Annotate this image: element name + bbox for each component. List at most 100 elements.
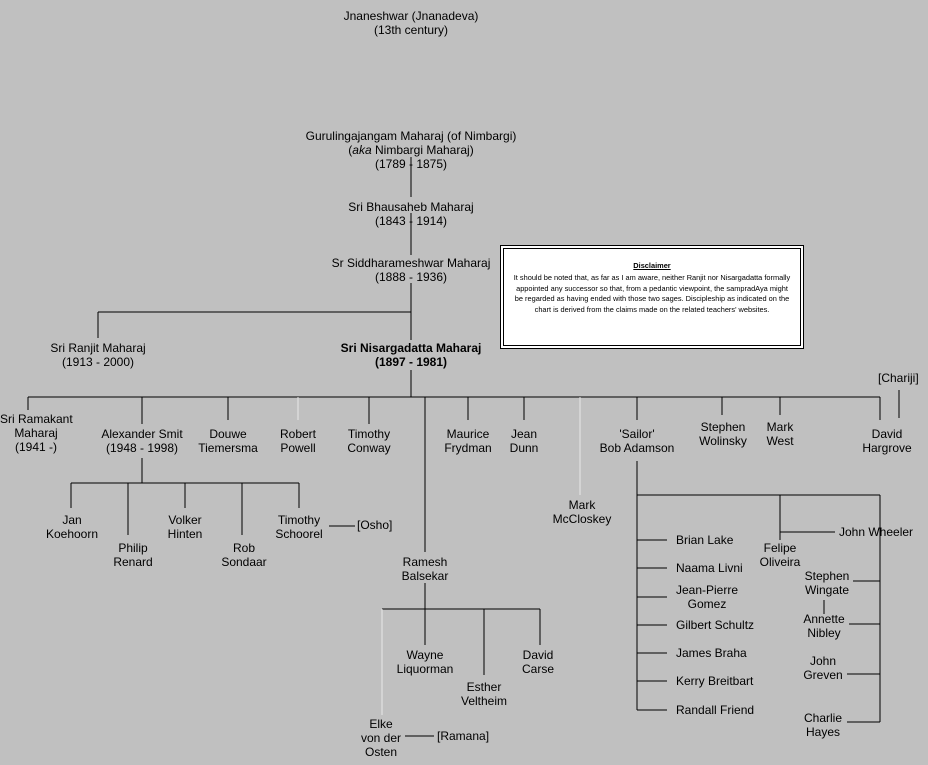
disclaimer-text: It should be noted that, as far as I am … — [513, 272, 791, 315]
renard-name-1: Philip — [118, 541, 148, 555]
wingate-name-2: Wingate — [804, 583, 850, 597]
bhausaheb-name: Sri Bhausaheb Maharaj — [348, 200, 474, 214]
node-felipe-oliveira: Felipe Oliveira — [752, 541, 808, 569]
veltheim-name-2: Veltheim — [460, 694, 508, 708]
wolinsky-name-1: Stephen — [700, 420, 746, 434]
node-stephen-wingate: Stephen Wingate — [798, 569, 856, 597]
conway-name-1: Timothy — [347, 427, 391, 441]
wolinsky-name-2: Wolinsky — [699, 434, 747, 448]
liquorman-name-2: Liquorman — [396, 662, 454, 676]
ramakant-name-1: Sri Ramakant — [0, 412, 73, 426]
node-dunn: Jean Dunn — [499, 427, 549, 455]
smit-name: Alexander Smit — [101, 427, 183, 441]
ranjit-name: Sri Ranjit Maharaj — [50, 341, 146, 355]
mccloskey-name-1: Mark — [568, 498, 596, 512]
sondaar-name-2: Sondaar — [221, 555, 267, 569]
gurulinga-aka: aka — [352, 143, 372, 157]
carse-name-1: David — [522, 648, 554, 662]
kerry-breitbart-name: Kerry Breitbart — [676, 674, 754, 688]
node-naama-livni: Naama Livni — [676, 561, 743, 575]
node-ramana: [Ramana] — [437, 729, 489, 743]
jean-pierre-gomez-name: Jean-Pierre Gomez — [675, 583, 739, 611]
node-hinten: Volker Hinten — [156, 513, 214, 541]
veltheim-name-1: Esther — [466, 680, 502, 694]
schoorel-name-2: Schoorel — [275, 527, 323, 541]
west-name-2: West — [766, 434, 794, 448]
west-name-1: Mark — [766, 420, 794, 434]
node-charlie-hayes: Charlie Hayes — [798, 711, 848, 739]
schoorel-name-1: Timothy — [277, 513, 321, 527]
ramakant-name-2: Maharaj — [14, 426, 58, 440]
osten-name-3: Osten — [364, 745, 397, 759]
frydman-name-2: Frydman — [444, 441, 492, 455]
node-balsekar: Ramesh Balsekar — [390, 555, 460, 583]
greven-name-1: John — [809, 654, 837, 668]
carse-name-2: Carse — [521, 662, 554, 676]
hargrove-name-1: David — [871, 427, 903, 441]
adamson-name-2: Bob Adamson — [599, 441, 675, 455]
oliveira-name-1: Felipe — [763, 541, 797, 555]
dunn-name-2: Dunn — [509, 441, 539, 455]
node-james-braha: James Braha — [676, 646, 747, 660]
node-gilbert-schultz: Gilbert Schultz — [676, 618, 754, 632]
node-alexander-smit: Alexander Smit (1948 - 1998) — [87, 427, 197, 455]
nibley-name-2: Nibley — [807, 626, 841, 640]
balsekar-name-2: Balsekar — [401, 569, 449, 583]
koehoorn-name-1: Jan — [62, 513, 82, 527]
chariji-label: [Chariji] — [878, 371, 919, 385]
nibley-name-1: Annette — [803, 612, 845, 626]
node-john-greven: John Greven — [798, 654, 848, 682]
brian-lake-name: Brian Lake — [676, 533, 734, 547]
ramakant-date: (1941 -) — [14, 440, 58, 454]
node-annette-nibley: Annette Nibley — [796, 612, 852, 640]
nisargadatta-date: (1897 - 1981) — [374, 355, 448, 369]
mccloskey-name-2: McCloskey — [552, 512, 612, 526]
wingate-name-1: Stephen — [804, 569, 850, 583]
sondaar-name-1: Rob — [232, 541, 255, 555]
node-schoorel: Timothy Schoorel — [264, 513, 334, 541]
hayes-name-1: Charlie — [803, 711, 842, 725]
greven-name-2: Greven — [803, 668, 843, 682]
james-braha-name: James Braha — [676, 646, 747, 660]
node-gurulingajangam: Gurulingajangam Maharaj (of Nimbargi) (a… — [271, 129, 551, 171]
koehoorn-name-2: Koehoorn — [45, 527, 99, 541]
node-nisargadatta: Sri Nisargadatta Maharaj (1897 - 1981) — [321, 341, 501, 369]
node-siddharameshwar: Sr Siddharameshwar Maharaj (1888 - 1936) — [301, 256, 521, 284]
disclaimer-box: Disclaimer It should be noted that, as f… — [503, 248, 801, 346]
smit-date: (1948 - 1998) — [105, 441, 179, 455]
oliveira-name-2: Oliveira — [759, 555, 801, 569]
root-name: Jnaneshwar (Jnanadeva) — [343, 9, 479, 23]
renard-name-2: Renard — [113, 555, 153, 569]
node-hargrove: David Hargrove — [851, 427, 923, 455]
conway-name-2: Conway — [347, 441, 391, 455]
node-osho: [Osho] — [357, 518, 392, 532]
osten-name-1: Elke — [369, 717, 393, 731]
node-kerry-breitbart: Kerry Breitbart — [676, 674, 753, 688]
node-tiemersma: Douwe Tiemersma — [188, 427, 268, 455]
gurulinga-name: Gurulingajangam Maharaj (of Nimbargi) — [305, 129, 517, 143]
root-node-jnaneshwar: Jnaneshwar (Jnanadeva) (13th century) — [311, 9, 511, 37]
node-west: Mark West — [760, 420, 800, 448]
adamson-name-1: 'Sailor' — [619, 427, 655, 441]
node-carse: David Carse — [512, 648, 564, 676]
node-conway: Timothy Conway — [334, 427, 404, 455]
hinten-name-1: Volker — [168, 513, 202, 527]
hinten-name-2: Hinten — [167, 527, 203, 541]
node-veltheim: Esther Veltheim — [452, 680, 516, 708]
node-mccloskey: Mark McCloskey — [540, 498, 624, 526]
node-renard: Philip Renard — [103, 541, 163, 569]
liquorman-name-1: Wayne — [406, 648, 444, 662]
powell-name-2: Powell — [280, 441, 316, 455]
gurulinga-date: (1789 - 1875) — [374, 157, 448, 171]
hayes-name-2: Hayes — [805, 725, 840, 739]
gilbert-schultz-name: Gilbert Schultz — [676, 618, 755, 632]
siddharameshwar-name: Sr Siddharameshwar Maharaj — [331, 256, 491, 270]
dunn-name-1: Jean — [510, 427, 538, 441]
frydman-name-1: Maurice — [446, 427, 490, 441]
root-date: (13th century) — [373, 23, 449, 37]
bhausaheb-date: (1843 - 1914) — [374, 214, 448, 228]
nisargadatta-name: Sri Nisargadatta Maharaj — [340, 341, 482, 355]
node-osten: Elke von der Osten — [351, 717, 411, 759]
node-chariji: [Chariji] — [878, 371, 919, 385]
